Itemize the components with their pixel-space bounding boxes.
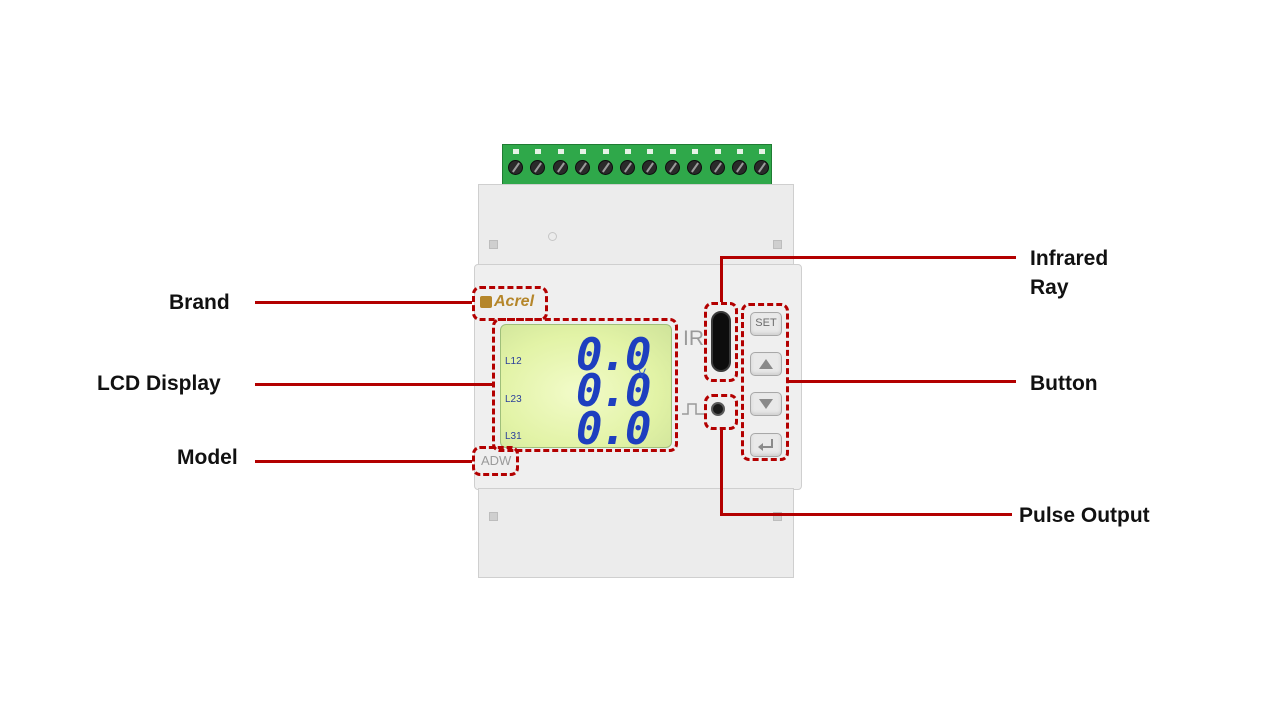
pulse-callout-vertical — [720, 430, 723, 516]
lcd-row-label: L31 — [505, 431, 522, 442]
terminal-screw-icon — [732, 160, 747, 175]
terminal-screw-icon — [530, 160, 546, 175]
set-button-label: SET — [755, 317, 777, 329]
lcd-unit: V — [638, 366, 647, 380]
terminal-screw-icon — [664, 160, 680, 175]
terminal-block — [502, 144, 772, 186]
pulse-output-label: Pulse Output — [1019, 504, 1150, 527]
pulse-wave-icon — [682, 403, 704, 415]
infrared-highlight-box — [704, 302, 738, 382]
terminal-tab — [557, 149, 564, 154]
screw-dot — [548, 232, 557, 241]
ir-text: IR — [683, 327, 704, 350]
terminal-screw-icon — [575, 160, 591, 175]
lcd-callout-line — [255, 383, 492, 386]
infrared-callout-line — [720, 256, 1016, 259]
pulse-led — [711, 402, 725, 416]
terminal-tab — [602, 149, 609, 154]
button-label: Button — [1030, 372, 1098, 395]
terminal-tab — [647, 149, 654, 154]
terminal-tab — [714, 149, 721, 154]
model-callout-line — [255, 460, 472, 463]
terminal-tab — [737, 149, 743, 154]
set-button[interactable]: SET — [750, 312, 782, 336]
terminal-tab — [535, 149, 542, 154]
terminal-screw-icon — [687, 160, 703, 175]
triangle-down-icon — [759, 399, 773, 409]
enter-arrow-icon — [758, 439, 773, 451]
triangle-up-icon — [759, 359, 773, 369]
terminal-tab — [513, 149, 519, 154]
infrared-callout-vertical — [720, 256, 723, 302]
lcd-value: 0.0 — [576, 404, 651, 455]
up-button[interactable] — [750, 352, 782, 376]
pulse-callout-line — [720, 513, 1012, 516]
brand-logo-icon — [480, 296, 492, 308]
mount-hole — [489, 512, 498, 521]
button-highlight-box — [741, 303, 789, 461]
brand-text: Acrel — [494, 293, 535, 310]
terminal-screw-icon — [709, 160, 725, 175]
lcd-value: 0.0 — [576, 330, 651, 381]
enter-button[interactable] — [750, 433, 782, 457]
brand-label: Brand — [169, 291, 230, 314]
mount-hole — [489, 240, 498, 249]
terminal-screw-icon — [597, 160, 613, 175]
down-button[interactable] — [750, 392, 782, 416]
lcd-value: 0.0 — [576, 366, 651, 417]
lcd-row-label: L23 — [505, 394, 522, 405]
lcd-highlight-box — [492, 318, 678, 452]
device-upper-body — [478, 184, 794, 266]
lcd-display-label: LCD Display — [97, 372, 221, 395]
brand-highlight-box — [472, 286, 548, 321]
terminal-screw-icon — [508, 160, 523, 175]
button-callout-line — [789, 380, 1016, 383]
terminal-screw-icon — [754, 160, 770, 175]
infrared-ray-label: Infrared Ray — [1030, 244, 1108, 302]
terminal-tab — [580, 149, 587, 154]
terminal-tab — [759, 149, 766, 154]
infrared-window — [711, 311, 731, 372]
infrared-label-line1: Infrared — [1030, 247, 1109, 270]
terminal-screw-icon — [642, 160, 658, 175]
device-lower-body — [478, 488, 794, 578]
mount-hole — [773, 240, 782, 249]
terminal-tab — [625, 149, 631, 154]
terminal-tab — [692, 149, 699, 154]
model-text: ADW — [481, 453, 512, 468]
model-highlight-box — [472, 446, 519, 476]
model-label: Model — [177, 446, 238, 469]
terminal-tab — [669, 149, 676, 154]
mount-hole — [773, 512, 782, 521]
pulse-highlight-box — [704, 394, 738, 430]
lcd-screen — [500, 324, 672, 448]
brand-callout-line — [255, 301, 472, 304]
brand-logo: Acrel — [480, 293, 542, 313]
terminal-screw-icon — [620, 160, 635, 175]
lcd-row-label: L12 — [505, 356, 522, 367]
terminal-screw-icon — [552, 160, 568, 175]
infrared-label-line2: Ray — [1030, 276, 1069, 299]
